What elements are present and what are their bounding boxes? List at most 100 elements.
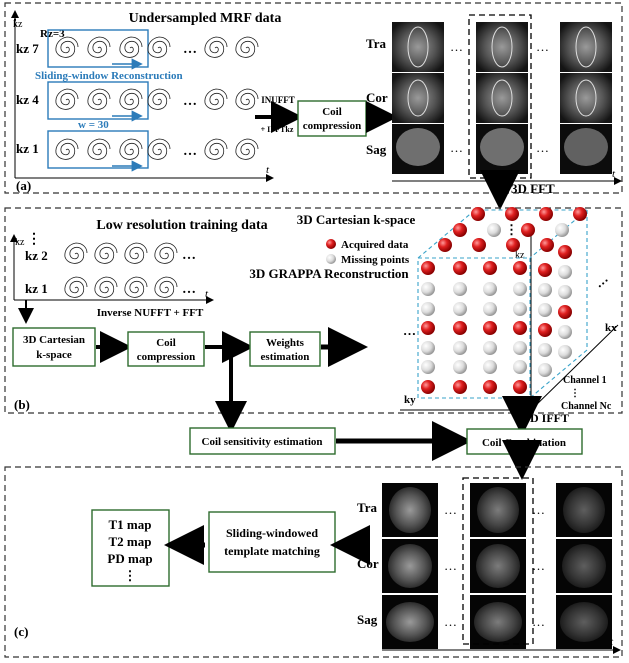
acquired-point xyxy=(483,380,497,394)
missing-point xyxy=(483,282,497,296)
panel-a-image-grid: Tra Cor Sag … … … … xyxy=(366,14,612,179)
missing-point xyxy=(483,341,497,355)
acquired-point xyxy=(483,321,497,335)
cube-top-edge xyxy=(417,209,589,259)
t1-map-label: T1 map xyxy=(109,517,152,532)
maps-ellipsis: ⋮ xyxy=(124,568,137,583)
coil-combination-label: Coil Combination xyxy=(482,437,566,449)
cube-side-edge xyxy=(529,210,588,399)
acquired-point xyxy=(421,261,435,275)
panel-b-kz-axis-label: kz xyxy=(15,237,25,248)
missing-point xyxy=(453,302,467,316)
acquired-point xyxy=(513,321,527,335)
template-matching-label-2: template matching xyxy=(224,544,320,558)
missing-point xyxy=(513,282,527,296)
cube-mid-ellipsis: ⋮ xyxy=(505,222,518,237)
coil-compression-box-b xyxy=(127,331,205,367)
grid-ellipsis-c-2: … xyxy=(444,558,457,573)
acquired-point xyxy=(421,380,435,394)
sliding-window-label: Sliding-window Reconstruction xyxy=(35,70,183,82)
panel-a-title: Undersampled MRF data xyxy=(129,11,282,26)
cube-kz-label: kz xyxy=(515,250,525,261)
row-ellipsis-kz1: … xyxy=(183,144,197,159)
missing-point xyxy=(483,360,497,374)
fft-label: 3D FFT xyxy=(511,181,555,196)
missing-point xyxy=(487,223,501,237)
coil-compression-b-label-1: Coil xyxy=(156,337,176,349)
weights-box-label-2: estimation xyxy=(261,351,310,363)
inufft-label: INUFFT xyxy=(261,95,295,105)
acquired-point xyxy=(540,238,554,252)
coil-sensitivity-label: Coil sensitivity estimation xyxy=(202,436,323,448)
kspace-cube: kz kx ky … ⋮ … Channel 1 ⋮ Channel Nc xyxy=(400,207,619,412)
grid-ellipsis-a-3: … xyxy=(536,39,549,54)
acquired-point xyxy=(453,261,467,275)
acquired-point xyxy=(513,380,527,394)
missing-point xyxy=(538,283,552,297)
row-label-kz7: kz 7 xyxy=(16,41,39,56)
window-size-label: w = 30 xyxy=(78,119,109,131)
cube-ky-label: ky xyxy=(404,394,416,406)
panel-c-image-grid: Tra Cor Sag … … … … … … xyxy=(357,477,612,649)
weights-estimation-box xyxy=(249,331,321,367)
image-tra-3 xyxy=(560,22,612,72)
row-label-kz4: kz 4 xyxy=(16,92,39,107)
panel-a-kspace-rows: kz 7 kz 4 kz 1 … … … Sliding-window Reco… xyxy=(16,29,259,172)
panel-c-t-label: t xyxy=(610,636,614,648)
panel-a-rz-label: Rz=3 xyxy=(40,28,65,40)
missing-point xyxy=(538,363,552,377)
missing-point xyxy=(453,360,467,374)
weights-box-label-1: Weights xyxy=(266,337,305,349)
kspace-points xyxy=(421,207,587,394)
acquired-point xyxy=(558,305,572,319)
missing-point xyxy=(513,302,527,316)
pd-map-label: PD map xyxy=(107,551,152,566)
coil-compression-b-label-2: compression xyxy=(137,351,195,363)
missing-point xyxy=(453,282,467,296)
grid-ellipsis-c-6: … xyxy=(532,614,545,629)
acquired-point xyxy=(506,238,520,252)
inverse-nufft-label: Inverse NUFFT + FFT xyxy=(97,307,204,319)
acquired-point xyxy=(453,380,467,394)
missing-point xyxy=(513,360,527,374)
kspace-legend: Acquired data Missing points xyxy=(326,239,410,266)
channel-vertical-ellipsis: ⋮ xyxy=(570,388,580,399)
grid-ellipsis-c-3: … xyxy=(444,614,457,629)
image-cor-1 xyxy=(392,73,444,123)
coil-sensitivity-box xyxy=(189,427,336,455)
missing-point xyxy=(453,341,467,355)
cartesian-kspace-title: 3D Cartesian k-space xyxy=(297,212,416,227)
row-ellipsis-kz4: … xyxy=(183,94,197,109)
acquired-point xyxy=(453,223,467,237)
ifft-label: 3D IFFT xyxy=(524,411,569,425)
acquired-point xyxy=(538,263,552,277)
missing-point xyxy=(558,265,572,279)
acquired-point xyxy=(471,207,485,221)
grappa-title: 3D GRAPPA Reconstruction xyxy=(249,266,409,281)
panel-a-frame xyxy=(4,2,623,194)
grid-ellipsis-c-1: … xyxy=(444,502,457,517)
acquired-point xyxy=(472,238,486,252)
grid-ellipsis-c-5: … xyxy=(532,558,545,573)
row-label-b-kz1: kz 1 xyxy=(25,281,48,296)
row-ellipsis-b-kz1: … xyxy=(182,282,196,297)
legend-acquired-label: Acquired data xyxy=(341,239,409,251)
missing-point xyxy=(558,285,572,299)
missing-point xyxy=(558,325,572,339)
panel-b-frame xyxy=(4,207,623,414)
legend-missing-marker xyxy=(326,254,336,264)
missing-point xyxy=(421,302,435,316)
cube-front-face xyxy=(417,257,531,399)
cube-kx-axis xyxy=(530,324,619,411)
legend-missing-label: Missing points xyxy=(341,254,410,266)
image-cor-3 xyxy=(560,73,612,123)
view-label-tra-c: Tra xyxy=(357,500,377,515)
grid-ellipsis-a-2: … xyxy=(450,140,463,155)
missing-point xyxy=(421,341,435,355)
grid-ellipsis-a-4: … xyxy=(536,140,549,155)
selected-column-c xyxy=(462,477,534,645)
t2-map-label: T2 map xyxy=(109,534,152,549)
coil-compression-a-label: Coil xyxy=(322,106,342,118)
missing-point xyxy=(513,341,527,355)
